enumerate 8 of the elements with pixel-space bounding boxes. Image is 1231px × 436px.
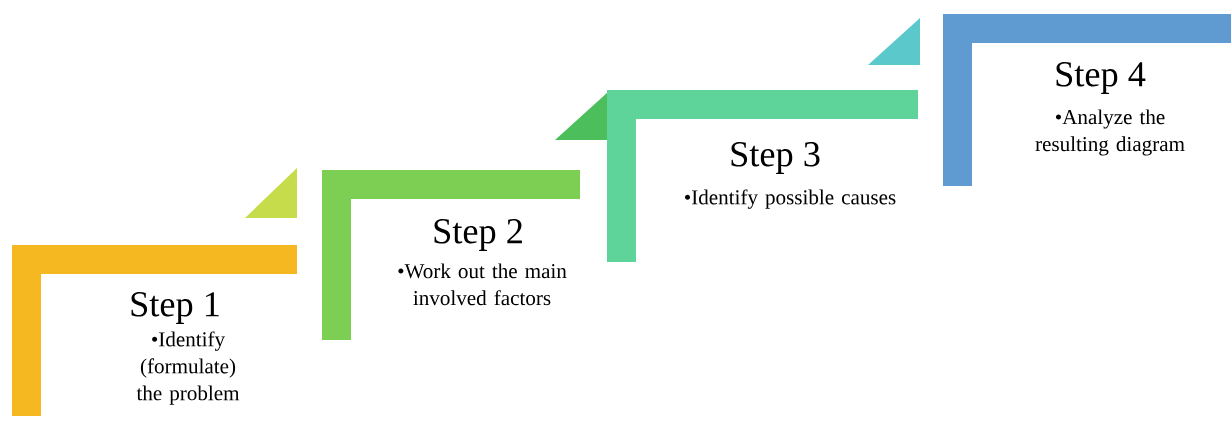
step-heading: Step 2 [434, 219, 522, 251]
step-heading: Step 4 [1056, 62, 1146, 94]
bullet-text: •Work out the main involved factors [398, 263, 567, 306]
bullet-text: •Identify (formulate) the problem [136, 331, 240, 405]
bullet-text: •Identify possible causes [685, 189, 896, 209]
step-heading: Step 1 [131, 292, 219, 324]
step-heading: Step 3 [731, 142, 820, 174]
bullet-text: •Analyze the resulting diagram [1035, 109, 1185, 156]
